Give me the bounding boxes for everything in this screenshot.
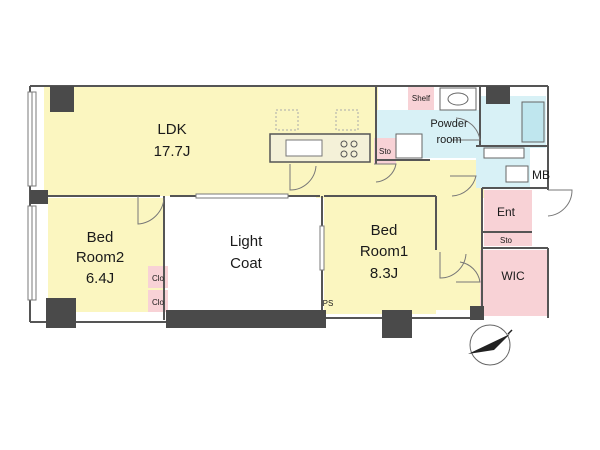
light-coat-floor — [170, 200, 320, 310]
column-top-right — [486, 86, 510, 104]
door-swing-sto — [374, 163, 397, 183]
stove-burner — [350, 150, 358, 158]
column-light-coat — [166, 310, 326, 328]
door-swing-wic — [456, 261, 481, 283]
bedroom2-floor — [48, 198, 164, 312]
column-bottom-left — [46, 298, 76, 328]
wash-basin — [483, 147, 525, 159]
powder-room-line1: Powder — [430, 118, 468, 130]
bedroom2-name-line2: Room2 — [76, 249, 124, 266]
door-swings — [137, 117, 573, 283]
entrance-floor — [484, 190, 532, 246]
powder-toilet — [395, 133, 423, 159]
bathtub — [521, 101, 545, 143]
wic-label: WIC — [501, 269, 525, 283]
bedroom1-floor — [324, 198, 436, 314]
stove-burner — [340, 140, 348, 148]
ps-label: PS — [323, 299, 334, 308]
bedroom1-name-line2: Room1 — [360, 243, 408, 260]
light-coat-line1: Light — [230, 233, 263, 250]
door-swing-wash — [450, 175, 477, 197]
windows — [27, 91, 325, 301]
hall-floor — [316, 160, 484, 198]
bar-stool — [275, 109, 299, 131]
kitchen — [269, 109, 371, 163]
hall-floor-lower — [436, 195, 482, 310]
ldk-size: 17.7J — [154, 143, 191, 160]
shelf-floor — [408, 86, 434, 110]
closet-lower-label: Clo — [152, 298, 165, 307]
door-swing-powder — [452, 117, 481, 141]
shelf-label: Shelf — [412, 94, 431, 103]
column-mid-left — [30, 190, 48, 204]
bedroom1-size: 8.3J — [370, 265, 398, 282]
toilet-main — [505, 165, 529, 183]
compass-tick — [507, 329, 513, 335]
labels: LDK 17.7J Bed Room2 6.4J Light Coat Bed … — [76, 94, 550, 308]
window-lightcoat — [195, 193, 289, 199]
bedroom2-name-line1: Bed — [87, 229, 114, 246]
storage-kitchen-label: Sto — [379, 147, 392, 156]
light-coat-line2: Coat — [230, 255, 263, 272]
entrance-label: Ent — [497, 205, 516, 219]
door-swing-ldk — [289, 164, 317, 191]
stove-burner — [350, 140, 358, 148]
columns — [30, 86, 510, 338]
bedroom1-name-line1: Bed — [371, 222, 398, 239]
storage-kitchen-floor — [374, 138, 396, 164]
fixtures — [395, 87, 545, 183]
mb-label: MB — [532, 168, 550, 182]
north-arrow-icon — [468, 324, 513, 366]
door-swing-bed1 — [439, 252, 467, 279]
storage-entrance-label: Sto — [500, 236, 513, 245]
wic-floor — [480, 250, 548, 316]
closet-upper-label: Clo — [152, 274, 165, 283]
column-top-left — [50, 86, 74, 112]
column-bottom-mid — [382, 310, 412, 338]
powder-room-line2: room — [436, 134, 461, 146]
door-swing-bedroom2 — [137, 196, 165, 225]
compass-needle — [468, 334, 510, 354]
bar-stool — [335, 109, 359, 131]
column-bottom-right — [470, 306, 484, 320]
powder-sink-basin — [447, 92, 469, 106]
kitchen-sink — [285, 139, 323, 157]
bedroom2-size: 6.4J — [86, 270, 114, 287]
stove-burner — [340, 150, 348, 158]
floors — [44, 86, 548, 316]
window-bed1-side — [319, 225, 325, 271]
door-swing-entrance — [547, 189, 573, 217]
ldk-name: LDK — [157, 121, 186, 138]
